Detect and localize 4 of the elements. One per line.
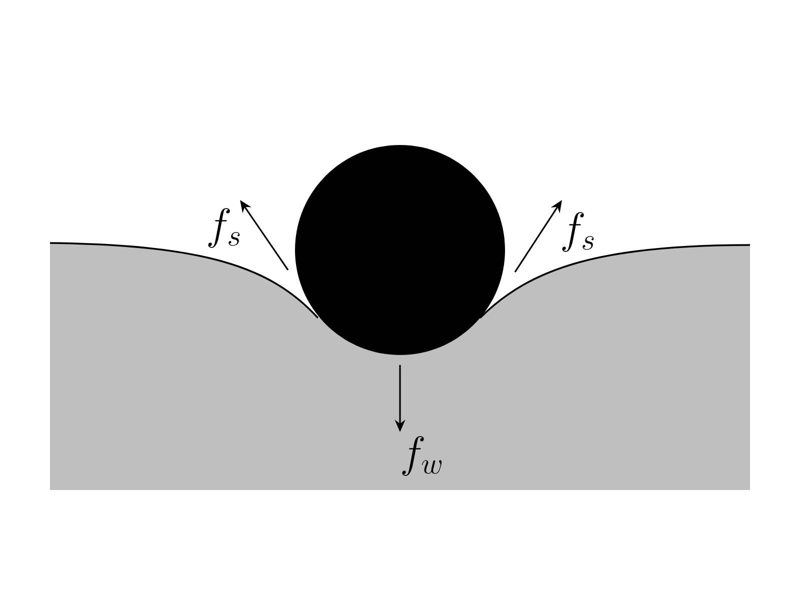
force-label: $f_s$ [562,212,594,252]
force-label: $f_w$ [402,436,442,476]
force-label: $f_s$ [208,208,240,248]
ball [295,145,505,355]
